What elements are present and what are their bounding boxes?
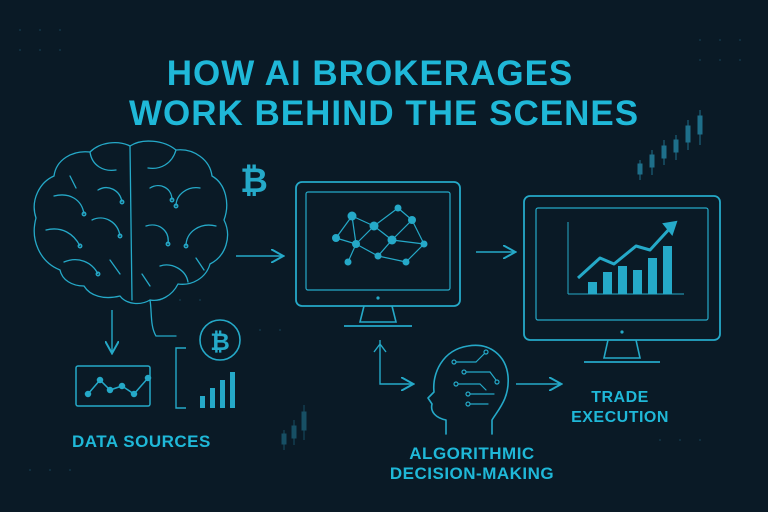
trade-label-line-1: TRADE <box>591 389 649 406</box>
bitcoin-icon: ₿ <box>240 161 268 201</box>
bracket-divider <box>175 347 186 409</box>
arrow-monitor-to-ai-head <box>379 340 412 384</box>
arrow-head-up <box>373 343 387 353</box>
background-dots <box>19 29 741 471</box>
data-sources-label: DATA SOURCES <box>72 432 211 451</box>
title-line-2: WORK BEHIND THE SCENES <box>128 94 640 133</box>
bar-chart-small-icon <box>200 372 235 408</box>
title-line-1: HOW AI BROKERAGES <box>166 54 574 93</box>
monitor-network-icon <box>295 181 461 327</box>
brain-icon <box>33 140 229 337</box>
monitor-trade-chart-icon <box>523 195 721 363</box>
trade-execution-label: TRADE EXECUTION <box>560 388 680 428</box>
line-chart-panel-icon <box>75 365 152 407</box>
ai-head-circuit-icon <box>427 344 509 435</box>
trade-label-line-2: EXECUTION <box>571 409 669 426</box>
svg-text:₿: ₿ <box>210 328 230 356</box>
algorithmic-label-line-1: ALGORITHMIC <box>409 444 535 463</box>
candlestick-decoration-bottom <box>281 405 307 450</box>
bitcoin-coin-icon: ₿ <box>199 319 241 361</box>
algorithmic-decision-label: ALGORITHMIC DECISION-MAKING <box>372 444 572 484</box>
candlestick-decoration-top-right <box>637 110 703 180</box>
algorithmic-label-line-2: DECISION-MAKING <box>389 464 555 483</box>
